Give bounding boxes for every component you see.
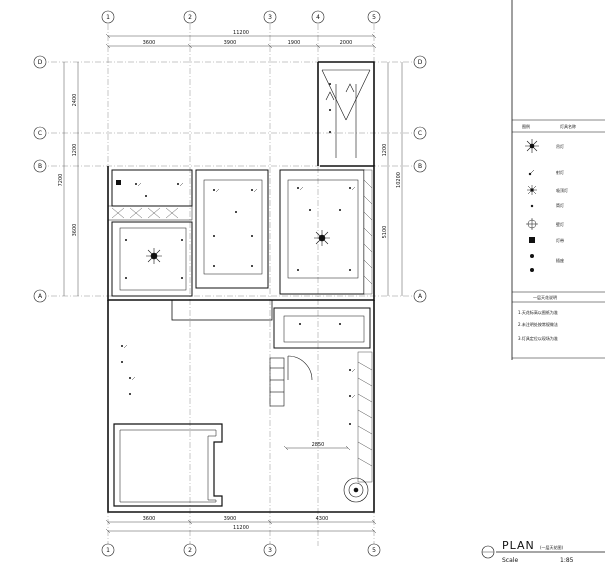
legend-downlight-icon	[530, 204, 534, 208]
svg-text:2: 2	[188, 14, 192, 21]
dim-top-overall: 11200	[233, 30, 249, 36]
corridor-hatch	[111, 207, 179, 219]
legend-strip-icon	[529, 237, 535, 243]
legend-ceiling-light-icon	[527, 185, 537, 195]
pendant-light-2	[314, 230, 330, 246]
panel-box-icon	[116, 180, 121, 185]
dimension-bottom	[105, 519, 377, 534]
grid-bubble-right-B: B	[413, 159, 427, 173]
svg-text:2: 2	[188, 547, 192, 554]
stair-small	[269, 357, 285, 407]
notes-title: 一层天花说明	[533, 294, 557, 300]
svg-text:A: A	[38, 293, 43, 300]
note-line: 2.未注明处按常规做法	[518, 321, 558, 327]
svg-text:3: 3	[268, 14, 272, 21]
dimension-left	[63, 62, 79, 296]
note-line: 3.灯具定位以现场为准	[518, 335, 558, 341]
dim-bottom-overall: 11200	[233, 525, 249, 531]
svg-text:A: A	[418, 293, 423, 300]
svg-text:D: D	[38, 59, 43, 66]
pendant-light-1	[146, 248, 162, 264]
exterior-walls	[107, 61, 375, 513]
legend-item-label: 吊灯	[556, 143, 564, 149]
interior-dim-label: 2850	[312, 442, 325, 448]
svg-text:5: 5	[372, 14, 376, 21]
grid-bubble-top-5: 5	[367, 10, 381, 24]
grid-bubble-top-3: 3	[263, 10, 277, 24]
column-grid	[107, 24, 375, 546]
legend-item-label: 插座	[556, 257, 564, 263]
svg-text:1: 1	[106, 547, 110, 554]
legend-chandelier-icon	[525, 139, 539, 153]
svg-text:C: C	[418, 130, 422, 137]
scale-label: Scale	[502, 557, 518, 564]
row-grid	[40, 61, 420, 297]
door-swing	[287, 355, 313, 381]
legend-item-label: 壁灯	[556, 221, 564, 227]
legend-wall-light-icon	[526, 218, 538, 230]
legend-panel	[511, 0, 605, 360]
garage-outline	[113, 423, 223, 507]
legend-socket-icon	[530, 254, 534, 272]
grid-bubble-left-A: A	[33, 289, 47, 303]
interior-dimension	[283, 445, 351, 451]
dim-left-seg-1: 2400	[72, 94, 78, 107]
svg-text:D: D	[418, 59, 423, 66]
dim-bottom-seg-3: 4300	[316, 516, 329, 522]
legend-header-symbol: 图例	[522, 123, 530, 129]
grid-bubble-right-C: C	[413, 126, 427, 140]
dim-top-seg-4: 2000	[340, 40, 353, 46]
dim-top-seg-2: 3900	[224, 40, 237, 46]
legend-spotlight-icon	[528, 169, 535, 176]
legend-item-label: 吸顶灯	[556, 187, 568, 193]
dim-bottom-seg-2: 3900	[224, 516, 237, 522]
legend-item-label: 筒灯	[556, 202, 564, 208]
legend-item-label: 射灯	[556, 169, 564, 175]
fixture-ticks	[123, 182, 356, 399]
grid-bubble-right-D: D	[413, 55, 427, 69]
dim-right-overall: 10200	[396, 172, 402, 188]
note-line: 1.天花标高以图纸为准	[518, 309, 558, 315]
dim-left-seg-3: 3600	[72, 224, 78, 237]
dim-bottom-seg-1: 3600	[143, 516, 156, 522]
dim-top-seg-3: 1900	[288, 40, 301, 46]
dim-top-seg-1: 3600	[143, 40, 156, 46]
dim-left-seg-2: 1200	[72, 144, 78, 157]
svg-text:4: 4	[316, 14, 320, 21]
svg-text:1: 1	[106, 14, 110, 21]
grid-bubble-top-1: 1	[101, 10, 115, 24]
grid-bubble-left-B: B	[33, 159, 47, 173]
grid-bubble-top-2: 2	[183, 10, 197, 24]
interior-walls	[107, 169, 371, 349]
right-wall-hatch	[357, 169, 373, 483]
svg-text:C: C	[38, 130, 42, 137]
svg-text:B: B	[418, 163, 422, 170]
grid-bubble-left-D: D	[33, 55, 47, 69]
plan-subtitle: (一层天花图)	[540, 544, 564, 550]
grid-bubble-bottom-2: 2	[183, 543, 197, 557]
grid-bubble-bottom-5: 5	[367, 543, 381, 557]
round-table	[343, 477, 369, 503]
svg-text:B: B	[38, 163, 42, 170]
legend-item-label: 灯带	[556, 237, 564, 243]
title-block	[481, 545, 605, 559]
downlights	[121, 83, 351, 425]
grid-bubble-bottom-1: 1	[101, 543, 115, 557]
dimension-right	[387, 62, 403, 296]
scale-value: 1:85	[560, 557, 574, 564]
grid-bubble-top-4: 4	[311, 10, 325, 24]
grid-bubble-bottom-3: 3	[263, 543, 277, 557]
grid-bubble-right-A: A	[413, 289, 427, 303]
legend-header-name: 灯具名称	[560, 123, 576, 129]
stair-tower	[321, 69, 371, 158]
dim-right-seg-2: 5100	[382, 226, 388, 239]
dim-left-overall: 7200	[58, 174, 64, 187]
svg-text:5: 5	[372, 547, 376, 554]
dimension-top	[105, 33, 377, 49]
grid-bubble-left-C: C	[33, 126, 47, 140]
svg-text:3: 3	[268, 547, 272, 554]
plan-title: PLAN	[502, 539, 535, 552]
dim-right-seg-1: 1200	[382, 144, 388, 157]
